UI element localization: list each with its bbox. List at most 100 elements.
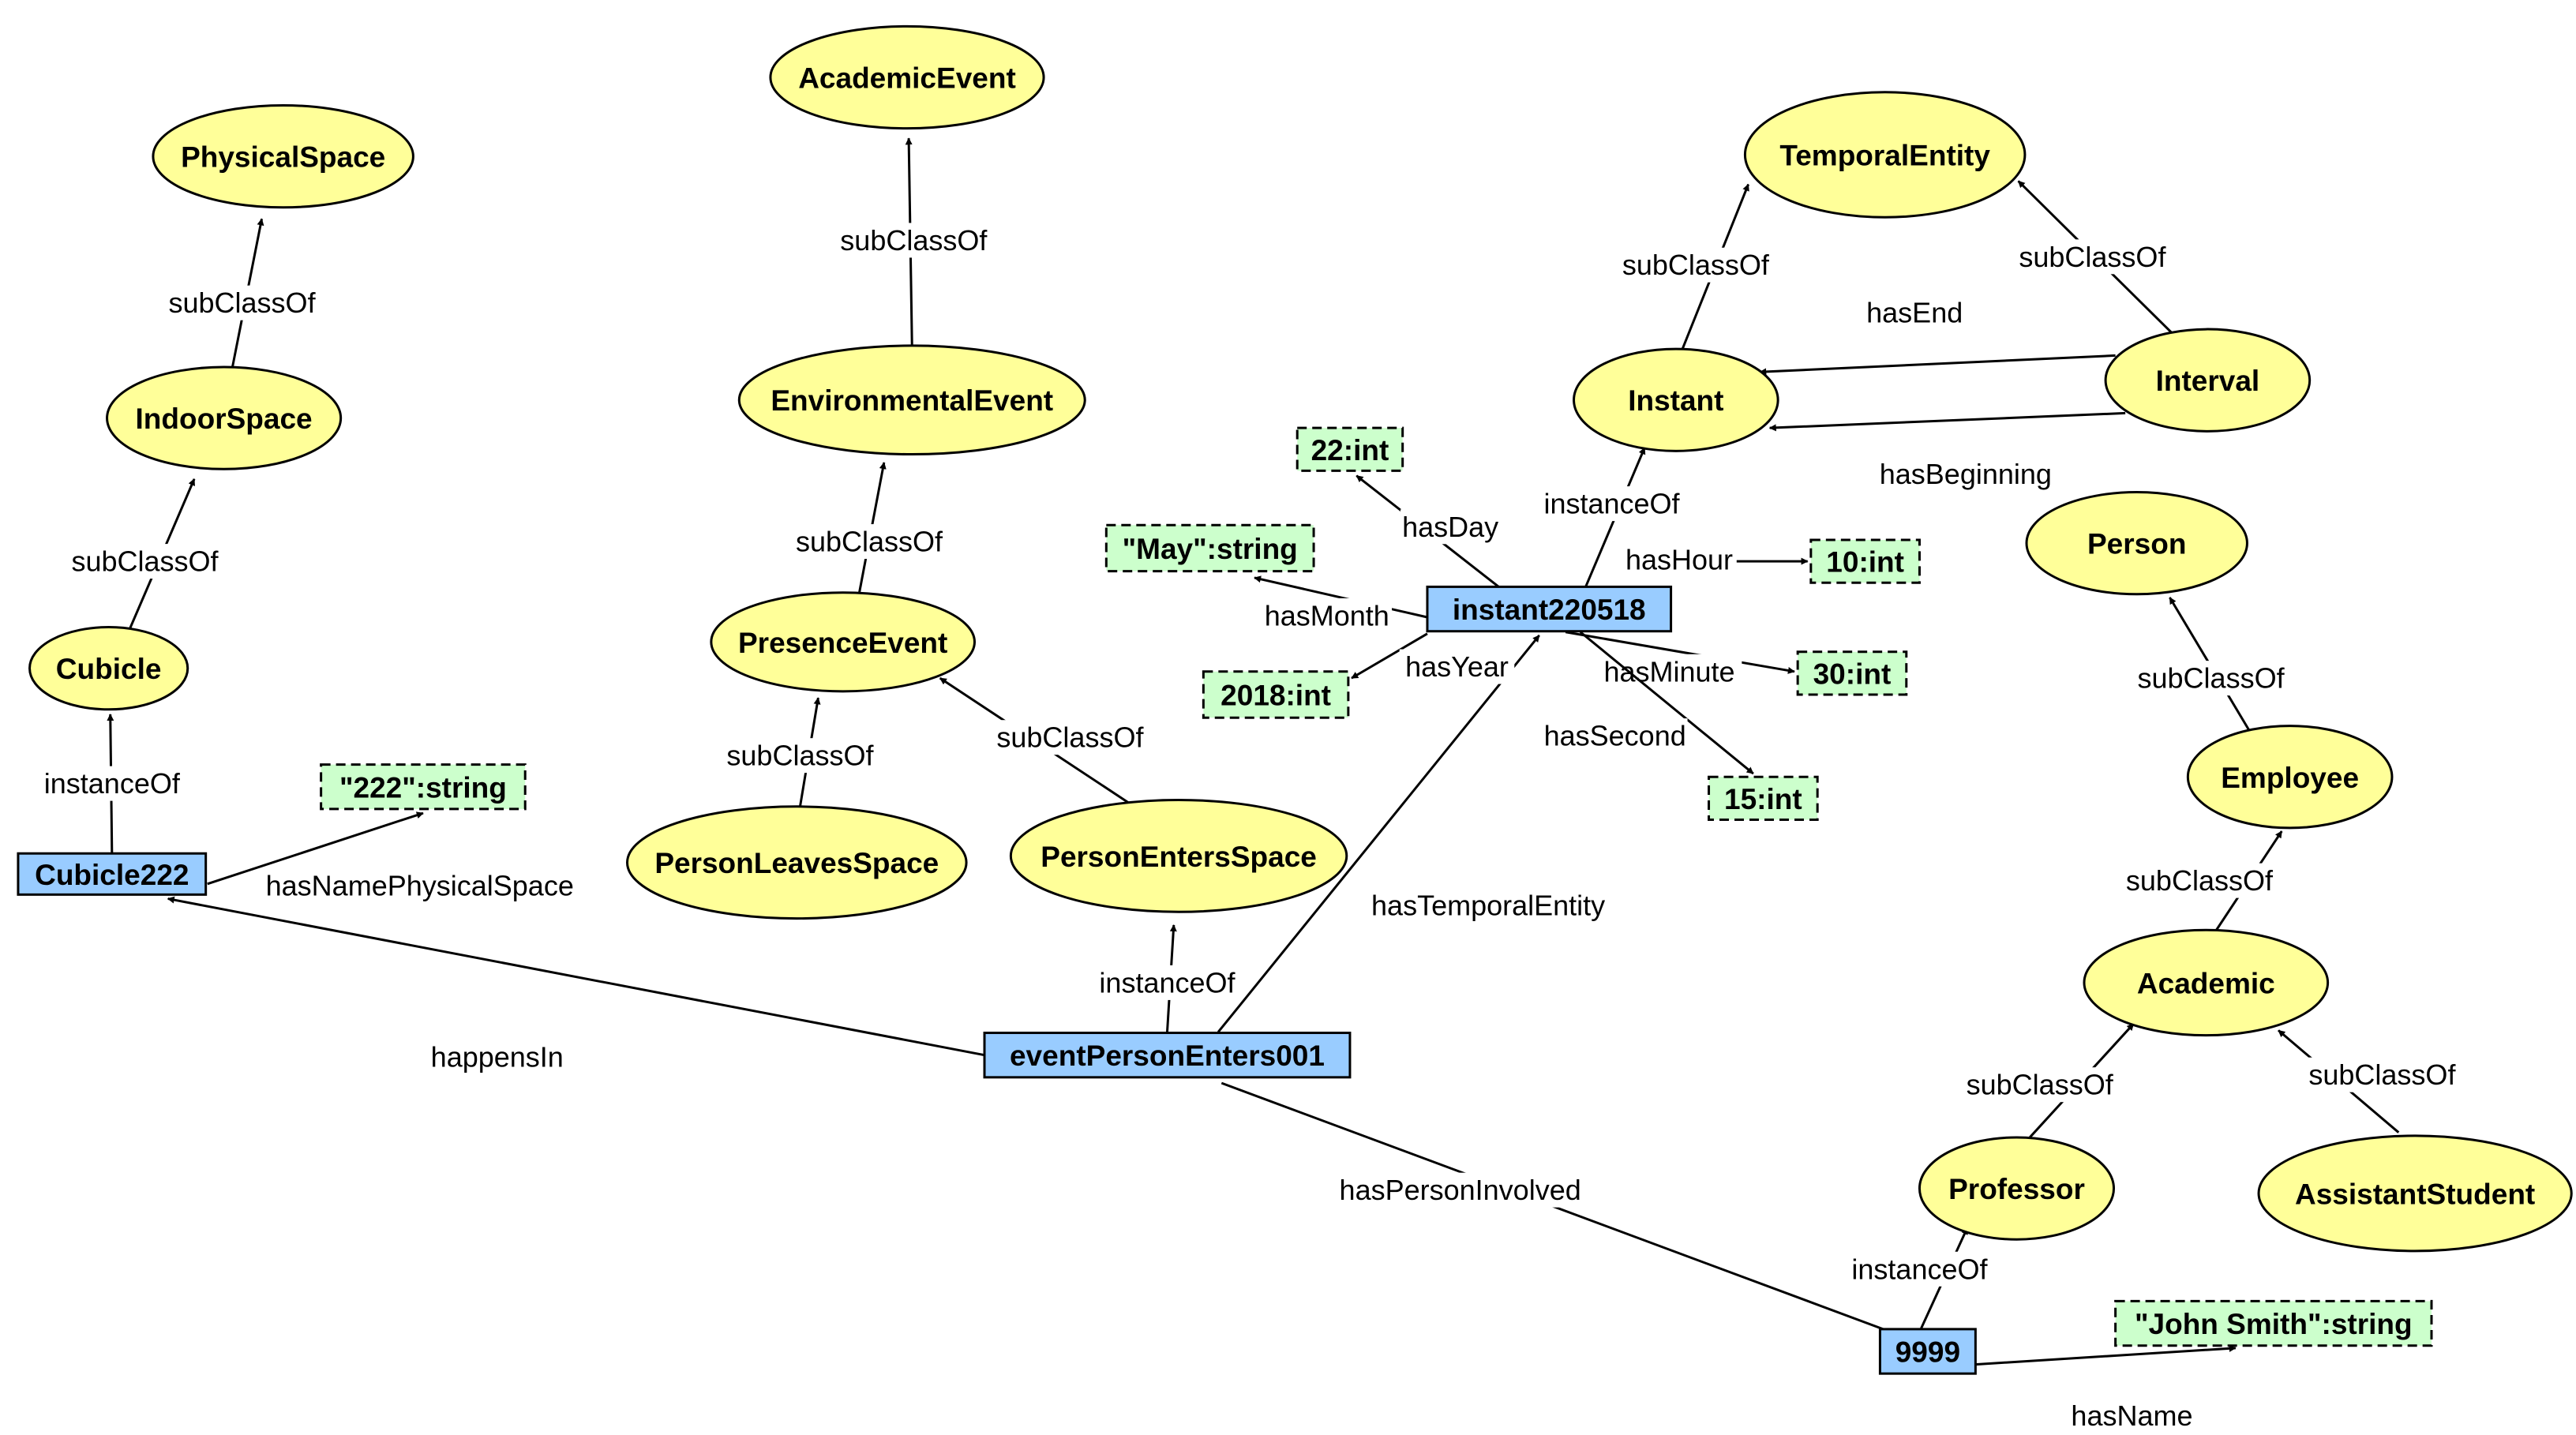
class-ellipse [2025, 491, 2248, 596]
node-personentersspace[interactable]: PersonEntersSpace [1009, 798, 1348, 913]
node-lit22[interactable]: 22:int [1295, 426, 1404, 472]
node-eventpersonenters001[interactable]: eventPersonEnters001 [983, 1032, 1352, 1079]
node-litmay[interactable]: "May":string [1104, 523, 1315, 573]
literal-box [1796, 650, 1908, 696]
node-instant220518[interactable]: instant220518 [1426, 585, 1673, 633]
node-temporalentity[interactable]: TemporalEntity [1743, 91, 2027, 219]
edge-label-bg [2131, 661, 2291, 696]
edge-label: happensIn [431, 1040, 564, 1073]
node-label: PresenceEvent [738, 627, 947, 659]
node-indoorspace[interactable]: IndoorSpace [106, 365, 343, 470]
class-ellipse [28, 625, 189, 711]
node-label: TemporalEntity [1779, 140, 1990, 172]
edge-subclassof-employee-person: subClassOf [2131, 597, 2291, 733]
edge-label: subClassOf [840, 224, 988, 257]
node-label: "May":string [1123, 533, 1298, 565]
class-ellipse [2257, 1134, 2573, 1253]
node-label: 15:int [1724, 783, 1802, 815]
class-ellipse [1009, 798, 1348, 913]
edge-label: subClassOf [1967, 1069, 2114, 1101]
node-label: AcademicEvent [798, 62, 1016, 95]
node-assistantstudent[interactable]: AssistantStudent [2257, 1134, 2573, 1253]
edge-label: hasBeginning [1880, 458, 2052, 490]
edge-subclassof-instant-temporalentity: subClassOf [1615, 183, 1776, 350]
edge-haspersoninvolved-eventpersonenters001-p9999: hasPersonInvolved [1221, 1081, 1904, 1338]
edge-label: hasDay [1402, 511, 1498, 543]
edge-hasbeginning-interval-instant: hasBeginning [1768, 411, 2126, 492]
node-personleavesspace[interactable]: PersonLeavesSpace [625, 805, 968, 920]
edge-label-bg [1327, 1172, 1593, 1208]
node-presenceevent[interactable]: PresenceEvent [710, 591, 976, 693]
node-lit2018[interactable]: 2018:int [1202, 670, 1350, 719]
edge-label: hasHour [1625, 544, 1733, 576]
node-p9999[interactable]: 9999 [1878, 1328, 1977, 1375]
edge-label-bg [1542, 718, 1688, 754]
edge-label-bg [162, 285, 322, 320]
edge-label: hasMonth [1265, 599, 1389, 631]
node-label: AssistantStudent [2295, 1178, 2535, 1210]
node-litjohn[interactable]: "John Smith":string [2114, 1299, 2433, 1347]
edge-label: hasPersonInvolved [1340, 1174, 1581, 1206]
edge-label: instanceOf [1099, 966, 1236, 999]
edge-line [207, 811, 424, 886]
edge-label: hasTemporalEntity [1371, 889, 1605, 921]
node-lit30[interactable]: 30:int [1796, 650, 1908, 696]
node-employee[interactable]: Employee [2186, 725, 2394, 830]
class-ellipse [1743, 91, 2027, 219]
node-academic[interactable]: Academic [2083, 928, 2330, 1037]
edge-label-bg [1615, 247, 1776, 283]
edge-label-bg [1400, 509, 1501, 545]
node-environmentalevent[interactable]: EnvironmentalEvent [737, 344, 1086, 456]
literal-box [1295, 426, 1404, 472]
class-ellipse [152, 103, 414, 209]
node-person[interactable]: Person [2025, 491, 2248, 596]
node-label: instant220518 [1453, 594, 1646, 626]
node-cubicle[interactable]: Cubicle [28, 625, 189, 711]
edge-subclassof-cubicle-indoorspace: subClassOf [65, 478, 225, 633]
node-label: Person [2087, 528, 2186, 560]
edge-subclassof-indoorspace-physicalspace: subClassOf [162, 218, 322, 369]
node-professor[interactable]: Professor [1918, 1136, 2116, 1241]
node-instant[interactable]: Instant [1573, 347, 1779, 452]
edge-subclassof-personentersspace-presenceevent: subClassOf [939, 676, 1150, 804]
edge-label-bg [990, 720, 1150, 755]
edge-hasname-p9999-litjohn: hasName [1974, 1344, 2237, 1433]
node-physicalspace[interactable]: PhysicalSpace [152, 103, 414, 209]
node-label: PhysicalSpace [181, 141, 385, 174]
edge-label: subClassOf [2138, 662, 2285, 695]
node-cubicle222[interactable]: Cubicle222 [17, 852, 208, 896]
node-label: 30:int [1813, 658, 1892, 690]
edge-label-bg [1959, 1067, 2120, 1103]
edge-label: subClassOf [2308, 1058, 2456, 1091]
node-label: eventPersonEnters001 [1010, 1040, 1325, 1072]
node-lit10[interactable]: 10:int [1809, 538, 1921, 584]
edge-subclassof-assistantstudent-academic: subClassOf [2278, 1029, 2462, 1133]
class-ellipse [1573, 347, 1779, 452]
edge-label-bg [32, 766, 193, 801]
edge-hassecond-instant220518-lit15: hasSecond [1542, 631, 1754, 775]
edge-label-bg [1864, 295, 1965, 331]
edge-label: subClassOf [726, 740, 874, 772]
node-lit15[interactable]: 15:int [1708, 775, 1819, 821]
literal-box [320, 763, 527, 811]
class-ellipse [1918, 1136, 2116, 1241]
node-interval[interactable]: Interval [2104, 328, 2312, 433]
edge-instanceof-p9999-professor: instanceOf [1839, 1227, 2000, 1329]
node-label: 22:int [1311, 434, 1389, 466]
edge-hasyear-instant220518-lit2018: hasYear [1351, 632, 1515, 684]
edge-subclassof-academic-employee: subClassOf [2119, 830, 2283, 935]
instance-box [983, 1032, 1352, 1079]
node-academicevent[interactable]: AcademicEvent [769, 24, 1045, 130]
edge-label-bg [1355, 887, 1622, 923]
edge-label-bg [1532, 486, 1692, 522]
node-lit222[interactable]: "222":string [320, 763, 527, 811]
class-ellipse [2186, 725, 2394, 830]
class-ellipse [737, 344, 1086, 456]
instance-box [1426, 585, 1673, 633]
edges-layer: subClassOf subClassOf instanceOf hasName Phy… [32, 137, 2462, 1433]
edge-hashour-instant220518-lit10: hasHour [1622, 542, 1809, 578]
node-label: Professor [1948, 1173, 2085, 1205]
node-label: "222":string [339, 771, 507, 804]
edge-hasminute-instant220518-lit30: hasMinute [1565, 631, 1795, 689]
